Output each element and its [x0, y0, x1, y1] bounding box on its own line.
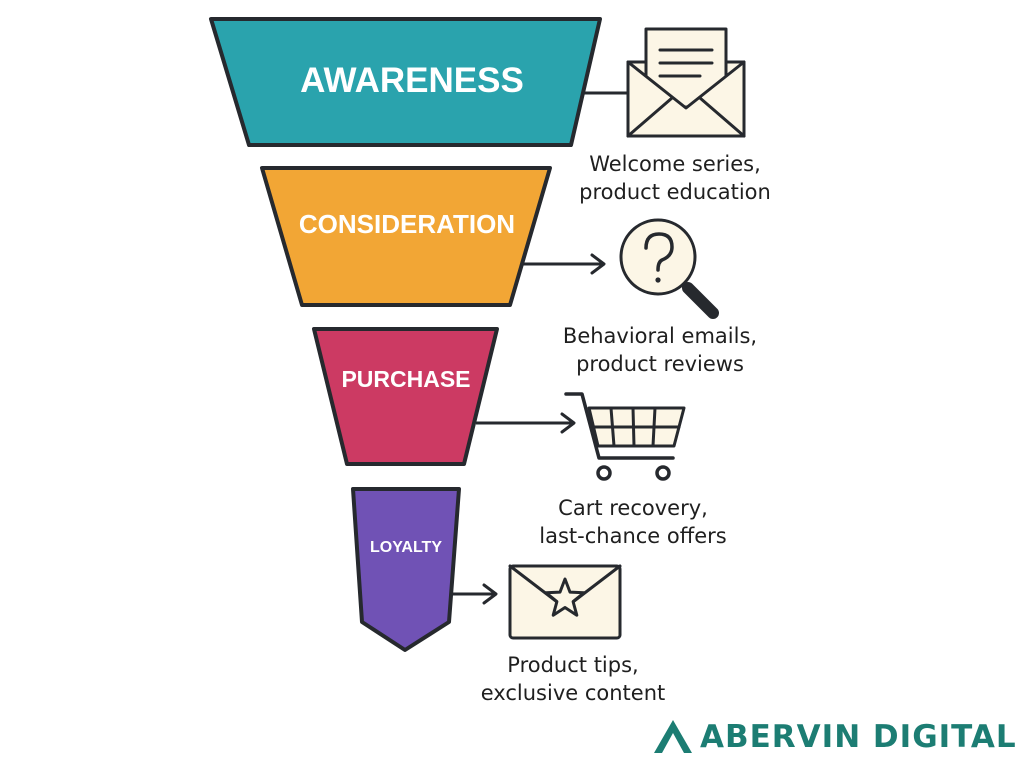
consideration-description: Behavioral emails, product reviews	[543, 322, 777, 378]
shopping-cart-icon	[564, 392, 686, 481]
awareness-segment	[209, 17, 602, 147]
loyalty-segment	[351, 487, 461, 652]
purchase-description-line-1: Cart recovery,	[558, 496, 708, 520]
purchase-arrow	[476, 412, 576, 434]
brand-logo-icon	[654, 720, 692, 753]
loyalty-description-line-1: Product tips,	[507, 653, 639, 677]
loyalty-description-line-2: exclusive content	[480, 681, 666, 705]
purchase-description-line-2: last-chance offers	[539, 524, 727, 548]
loyalty-label: LOYALTY	[370, 539, 442, 556]
consideration-segment	[260, 166, 552, 307]
consideration-description-line-2: product reviews	[576, 352, 744, 376]
awareness-description-line-2: product education	[579, 180, 771, 204]
awareness-description: Welcome series, product education	[560, 150, 790, 206]
loyalty-arrow	[450, 583, 498, 605]
purchase-description: Cart recovery, last-chance offers	[520, 494, 746, 550]
awareness-label: AWARENESS	[300, 61, 524, 100]
purchase-label: PURCHASE	[341, 366, 470, 392]
loyalty-description: Product tips, exclusive content	[470, 651, 676, 707]
envelope-letter-icon	[626, 27, 746, 138]
awareness-description-line-1: Welcome series,	[589, 152, 761, 176]
brand-logo: ABERVIN DIGITAL	[652, 713, 1017, 761]
consideration-arrow	[518, 253, 606, 275]
star-envelope-icon	[508, 564, 622, 640]
brand-name: ABERVIN DIGITAL	[700, 719, 1017, 755]
purchase-segment	[312, 327, 499, 466]
consideration-description-line-1: Behavioral emails,	[562, 324, 758, 348]
consideration-label: CONSIDERATION	[299, 209, 515, 239]
question-magnifier-icon	[619, 218, 719, 319]
